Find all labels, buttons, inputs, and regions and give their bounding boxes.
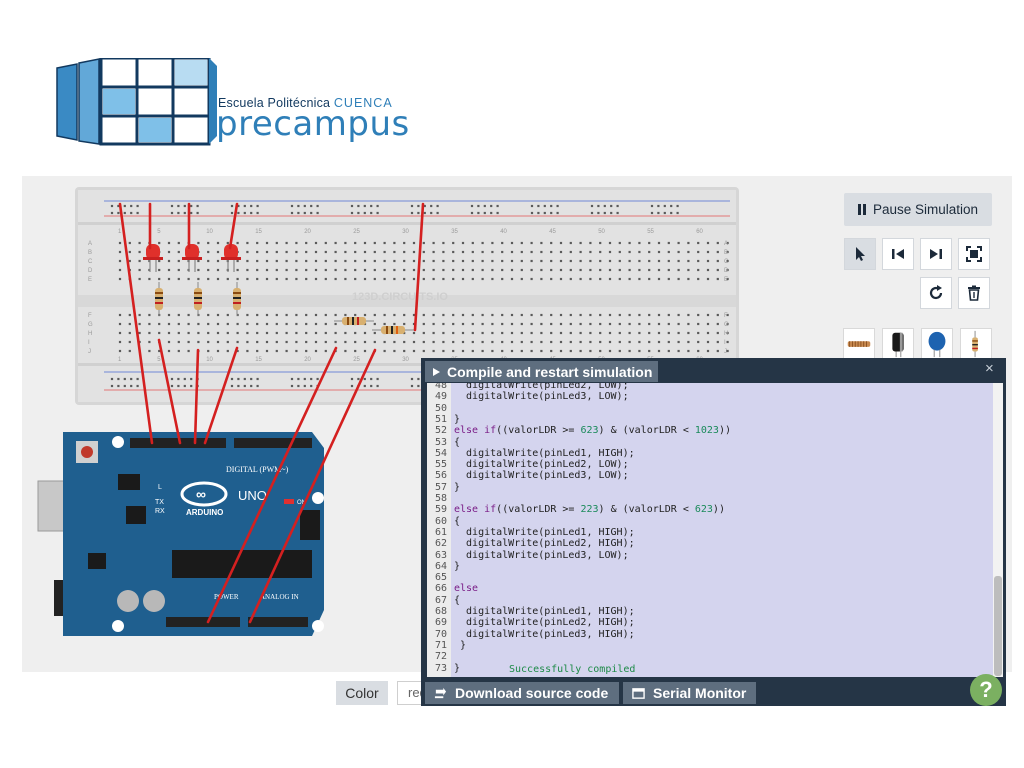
- delete-button[interactable]: [958, 277, 990, 309]
- editor-scrollbar[interactable]: [993, 383, 1003, 677]
- line-number: 50: [434, 402, 447, 414]
- fit-screen-icon: [966, 246, 982, 262]
- trash-icon: [968, 285, 980, 301]
- download-source-button[interactable]: Download source code: [425, 682, 619, 704]
- code-editor[interactable]: 48 digitalWrite(pinLed2, LOW); 49 digital…: [427, 383, 993, 677]
- line-number: 60: [434, 515, 447, 527]
- pointer-tool-button[interactable]: [844, 238, 876, 270]
- step-back-button[interactable]: [882, 238, 914, 270]
- line-text: digitalWrite(pinLed2, HIGH);: [454, 617, 635, 629]
- line-text: digitalWrite(pinLed2, LOW);: [454, 383, 629, 391]
- line-number: 65: [434, 572, 447, 584]
- download-source-label: Download source code: [455, 685, 609, 701]
- line-number: 61: [434, 526, 447, 538]
- line-number: 56: [434, 470, 447, 482]
- inductor-icon: [847, 341, 871, 347]
- line-text: digitalWrite(pinLed1, HIGH);: [454, 606, 635, 617]
- pause-simulation-button[interactable]: Pause Simulation: [844, 193, 992, 226]
- line-text: }: [454, 413, 461, 425]
- line-text: }: [454, 662, 461, 674]
- line-text: digitalWrite(pinLed3, LOW);: [454, 391, 629, 403]
- line-text: }: [454, 560, 461, 572]
- line-number: 54: [434, 447, 447, 459]
- line-number: 58: [434, 493, 447, 504]
- play-icon: [433, 367, 440, 376]
- line-number: 52: [434, 425, 447, 437]
- line-number: 72: [434, 651, 447, 663]
- line-number: 70: [434, 628, 447, 640]
- line-number: 57: [434, 481, 447, 493]
- component-ceramic-capacitor[interactable]: [921, 328, 953, 360]
- line-text: digitalWrite(pinLed2, HIGH);: [454, 538, 635, 550]
- capacitor-electrolytic-icon: [892, 332, 904, 358]
- compile-restart-button[interactable]: Compile and restart simulation: [425, 361, 658, 382]
- color-label: Color: [336, 681, 388, 705]
- line-text: digitalWrite(pinLed3, HIGH);: [454, 628, 635, 640]
- download-icon: [434, 687, 447, 698]
- pause-icon: [857, 204, 867, 215]
- color-select[interactable]: red: [397, 681, 423, 705]
- line-text: else if((valorLDR >= 623) & (valorLDR < …: [454, 425, 731, 437]
- line-text: {: [454, 515, 461, 527]
- line-number: 55: [434, 459, 447, 471]
- logo-brand-text: precampus: [216, 104, 410, 144]
- close-panel-icon[interactable]: ×: [985, 360, 994, 377]
- compile-status: Successfully compiled: [509, 664, 636, 675]
- line-text: {: [454, 594, 461, 606]
- line-text: digitalWrite(pinLed3, LOW);: [454, 549, 629, 561]
- line-number: 63: [434, 549, 447, 561]
- logo-window-graphic: [56, 58, 217, 146]
- line-number-gutter: [427, 383, 451, 677]
- line-text: }: [454, 639, 467, 651]
- line-number: 66: [434, 583, 447, 595]
- line-number: 62: [434, 538, 447, 550]
- line-number: 48: [434, 383, 447, 391]
- line-number: 64: [434, 560, 447, 572]
- line-text: }: [454, 481, 461, 493]
- component-inductor[interactable]: [843, 328, 875, 360]
- line-text: else if((valorLDR >= 223) & (valorLDR < …: [454, 504, 725, 516]
- step-back-icon: [892, 249, 904, 259]
- line-text: digitalWrite(pinLed3, LOW);: [454, 470, 629, 482]
- line-text: digitalWrite(pinLed1, HIGH);: [454, 526, 635, 538]
- line-number: 71: [434, 639, 447, 651]
- line-text: else: [454, 583, 479, 595]
- help-button[interactable]: ?: [970, 674, 1002, 706]
- rotate-button[interactable]: [920, 277, 952, 309]
- line-number: 69: [434, 617, 447, 629]
- fit-screen-button[interactable]: [958, 238, 990, 270]
- line-number: 73: [434, 662, 447, 674]
- resistor-icon: [972, 330, 978, 358]
- line-text: {: [454, 436, 461, 448]
- capacitor-ceramic-icon: [928, 331, 946, 358]
- line-number: 49: [434, 391, 447, 403]
- line-number: 67: [434, 594, 447, 606]
- line-text: digitalWrite(pinLed2, LOW);: [454, 459, 629, 471]
- component-resistor[interactable]: [960, 328, 992, 360]
- line-number: 51: [434, 413, 447, 425]
- component-electrolytic-capacitor[interactable]: [882, 328, 914, 360]
- serial-monitor-label: Serial Monitor: [653, 685, 747, 701]
- serial-monitor-button[interactable]: Serial Monitor: [623, 682, 756, 704]
- line-text: digitalWrite(pinLed1, HIGH);: [454, 447, 635, 459]
- line-number: 59: [434, 504, 447, 516]
- line-number: 53: [434, 436, 447, 448]
- rotate-icon: [929, 285, 943, 300]
- logo-school-name: Escuela Politécnica CUENCA: [218, 96, 393, 110]
- compile-restart-label: Compile and restart simulation: [447, 363, 653, 380]
- pointer-icon: [856, 247, 865, 261]
- editor-scrollbar-thumb[interactable]: [994, 576, 1002, 676]
- step-forward-icon: [930, 249, 942, 259]
- monitor-icon: [632, 687, 645, 699]
- pause-simulation-label: Pause Simulation: [872, 202, 979, 217]
- line-number: 68: [434, 606, 447, 617]
- step-forward-button[interactable]: [920, 238, 952, 270]
